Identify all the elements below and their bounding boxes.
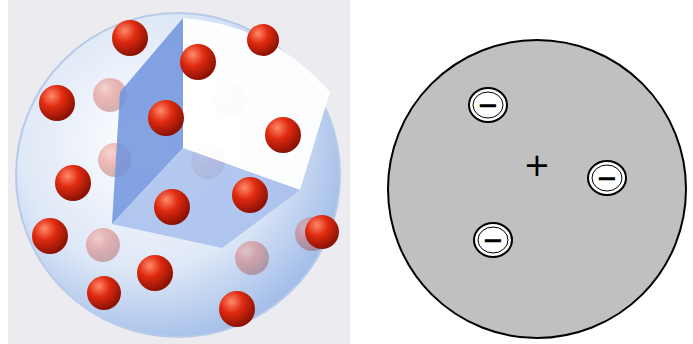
positive-sphere: + − − −	[387, 39, 687, 339]
cut-plane	[112, 148, 300, 248]
electron-sign: −	[482, 227, 504, 253]
electron-sign: −	[596, 165, 618, 191]
electron-circle: −	[468, 87, 508, 123]
background-panel	[8, 0, 350, 344]
electron-circle: −	[587, 160, 627, 196]
pudding-sphere	[16, 13, 340, 337]
electrons	[32, 20, 339, 327]
charge-sign: +	[524, 149, 551, 181]
electron-circle: −	[473, 222, 513, 258]
electron-sign: −	[477, 92, 499, 118]
sphere-outline	[387, 39, 687, 339]
